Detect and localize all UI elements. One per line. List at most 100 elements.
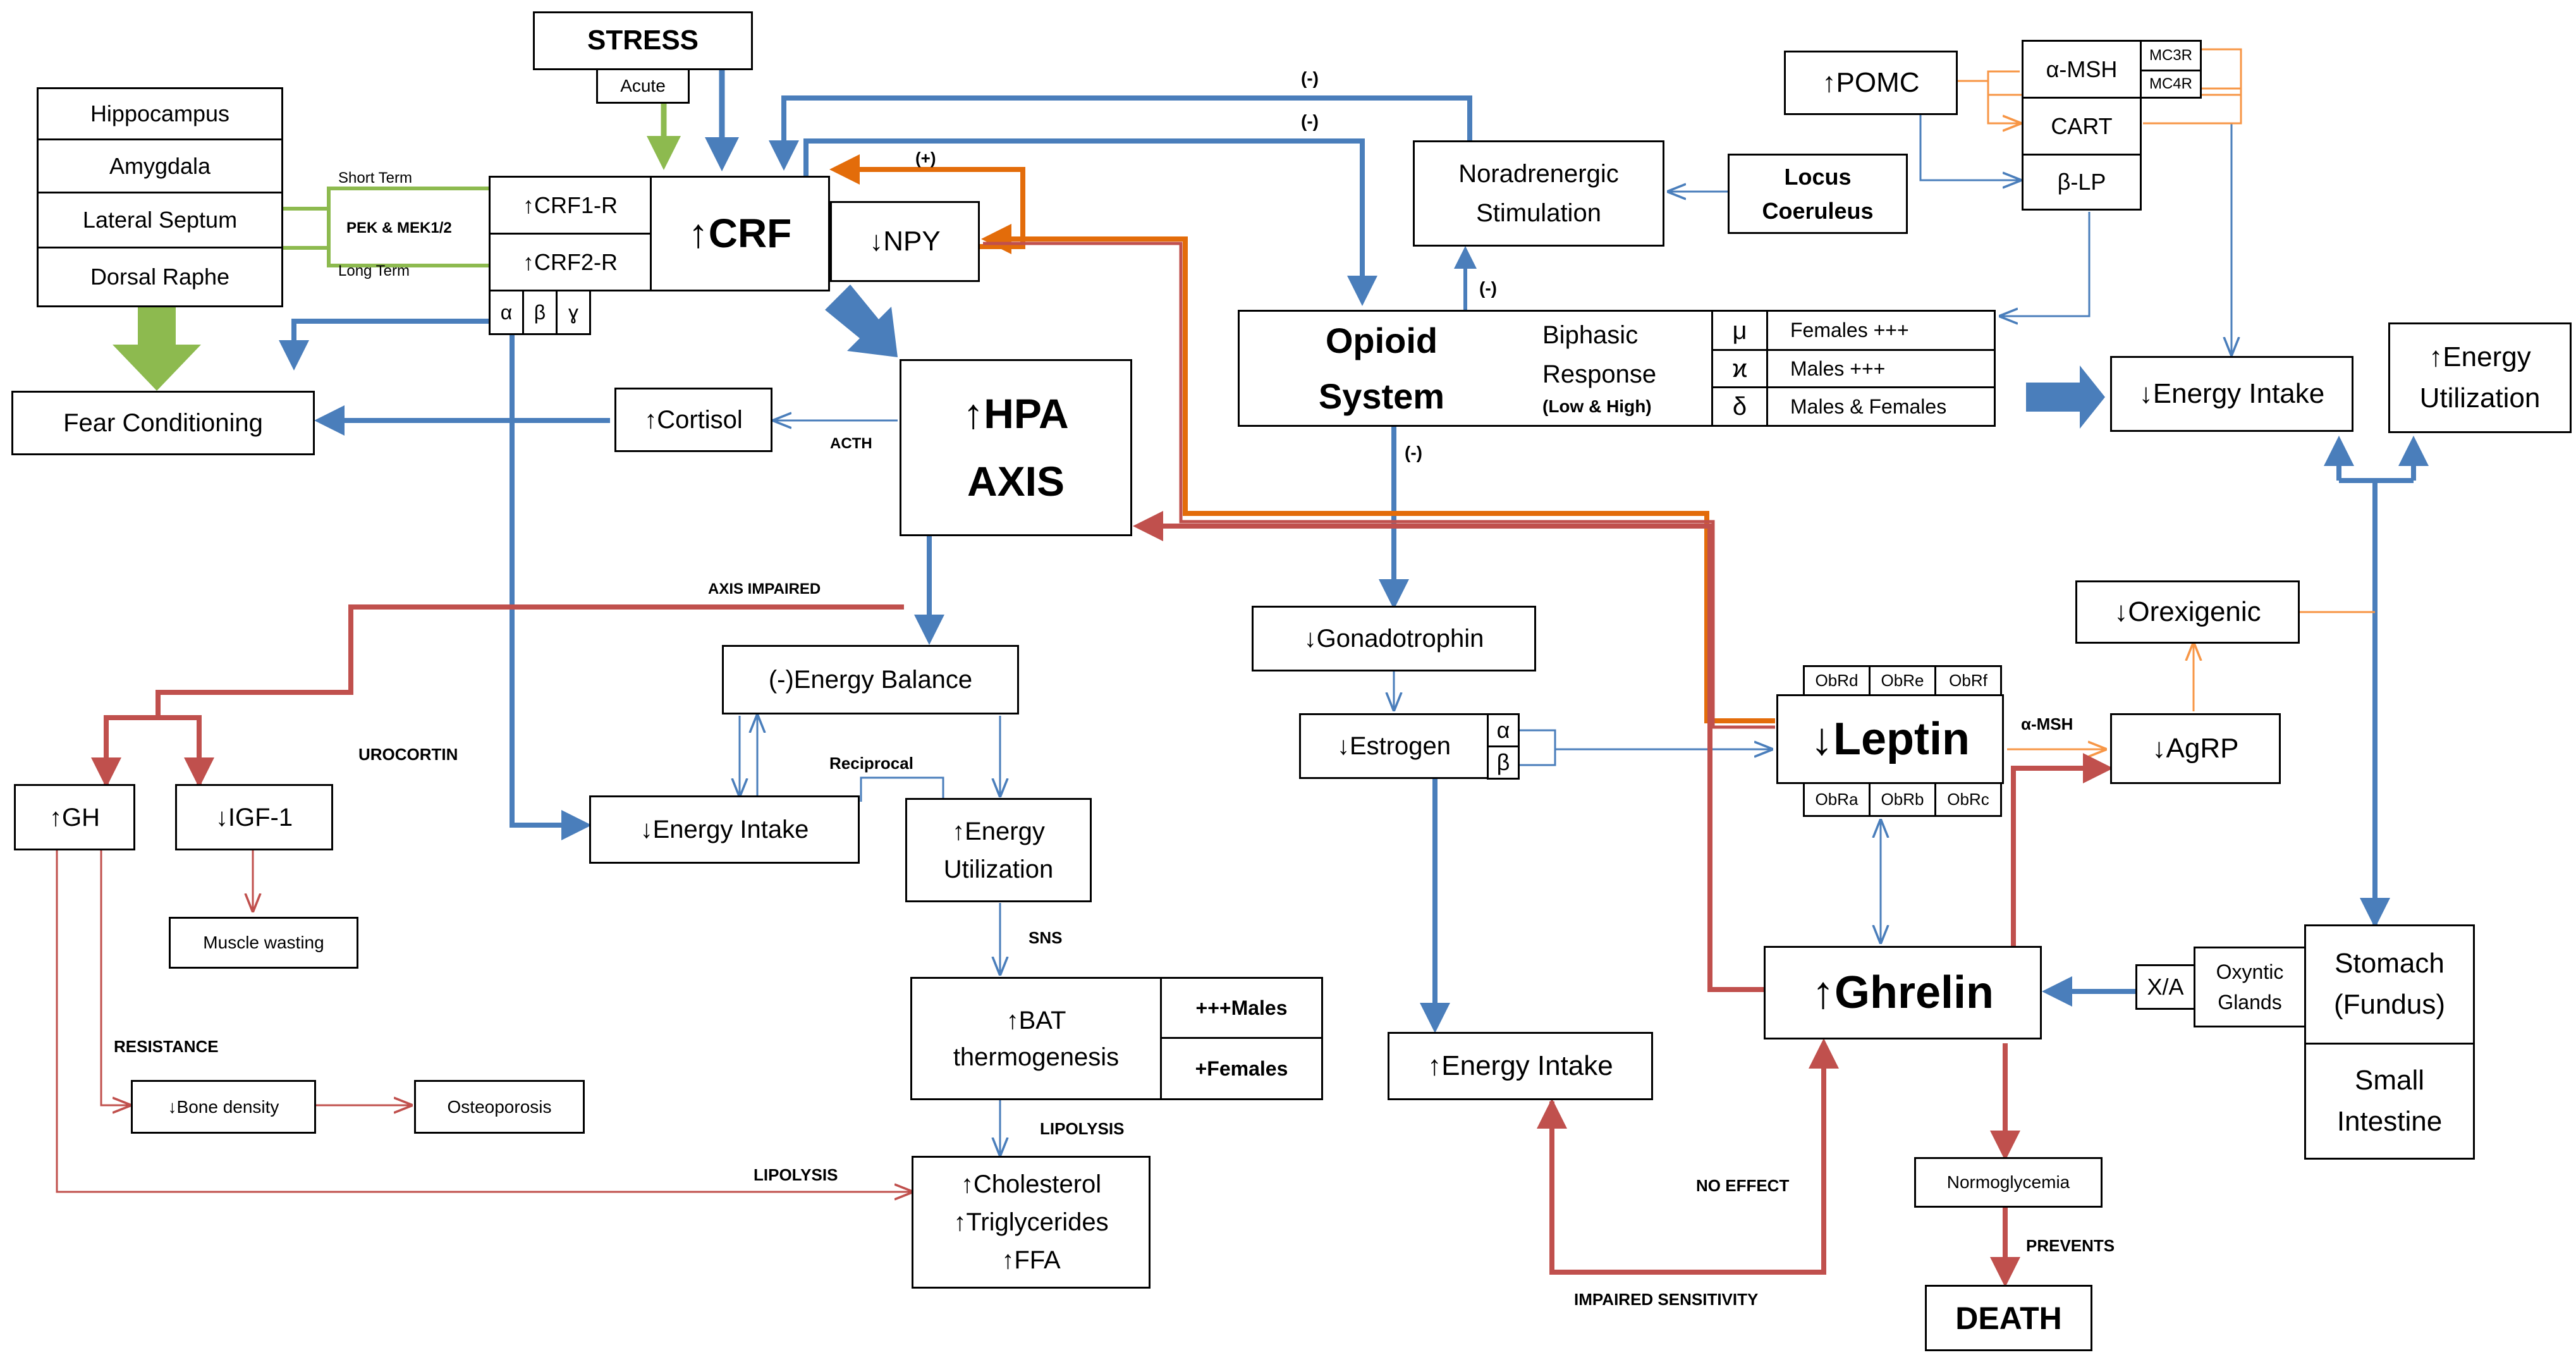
lipid-ffa: ↑FFA [1001,1246,1061,1274]
pomc-beta-lp: β-LP [2022,154,2142,211]
crf-beta-subunit: β [522,290,558,335]
biphasic-box: Biphasic Response (Low & High) [1523,310,1713,427]
pomc-cart: CART [2022,97,2142,156]
minus-top1-label: (-) [1301,68,1319,88]
oxyntic-line2: Glands [2218,991,2282,1014]
resistance-label: RESISTANCE [114,1037,219,1056]
stomach-box: Stomach (Fundus) [2304,924,2475,1045]
pomc-to-msh-cart [1956,70,2020,123]
hpa-line2: AXIS [967,458,1065,505]
estrogen-beta-receptor: β [1487,745,1520,780]
locus-line2: Coeruleus [1762,197,1874,224]
axis-impaired-label: AXIS IMPAIRED [708,580,821,598]
ghrelin-to-hpa-line [1133,511,1767,992]
energy-intake-right-box: ↓Energy Intake [2110,356,2353,432]
hpa-axis-box: ↑HPA AXIS [900,359,1132,536]
crf-alpha-subunit: α [489,290,524,335]
crf1r-box: ↑CRF1-R [489,176,652,235]
orexigenic-box: ↓Orexigenic [2075,580,2300,644]
short-term-label: Short Term [338,169,412,187]
leptin-receptor-obrb: ObRb [1869,782,1936,817]
small-intestine-box: Small Intestine [2304,1043,2475,1160]
noradrenergic-line1: Noradrenergic [1458,160,1619,188]
ghrelin-to-agrp-line [2011,753,2113,946]
energy-util-mid-line2: Utilization [943,855,1054,883]
receptor-delta-effect: Males & Females [1766,386,1996,427]
leptin-receptor-obra: ObRa [1803,782,1871,817]
stomach-to-intake-util [2336,443,2416,924]
leptin-to-npy-line [981,224,1775,723]
crf-to-hpa-arrow [825,285,898,357]
lipid-cholesterol: ↑Cholesterol [960,1170,1102,1198]
long-term-label: Long Term [338,262,410,279]
energy-balance-box: (-)Energy Balance [722,645,1019,714]
energy-util-mid-line1: ↑Energy [952,817,1045,845]
muscle-wasting-box: Muscle wasting [169,917,358,969]
crf-to-fear-line [279,319,493,371]
energy-util-right-box: ↑Energy Utilization [2388,322,2572,433]
minus-top2-label: (-) [1301,111,1319,131]
stomach-line2: (Fundus) [2333,989,2446,1020]
estrogen-to-leptin-line [1517,729,1771,765]
energy-intake-left-box: ↓Energy Intake [589,795,860,864]
receptor-kappa-effect: Males +++ [1766,349,1996,388]
minus-opioid-down-label: (-) [1405,443,1422,462]
bat-line2: thermogenesis [953,1043,1120,1071]
lipolysis-bat-label: LIPOLYSIS [1040,1119,1125,1138]
lipids-box: ↑Cholesterol ↑Triglycerides ↑FFA [912,1156,1151,1289]
receptor-delta-symbol: δ [1711,386,1768,427]
leptin-receptor-obrc: ObRc [1934,782,2002,817]
oxyntic-glands-box: Oxyntic Glands [2194,947,2306,1027]
opioid-line1: Opioid [1325,321,1438,361]
bone-density-box: ↓Bone density [131,1080,316,1134]
mc3r-box: MC3R [2140,40,2202,71]
opioid-system-box: Opioid System [1238,310,1525,427]
energy-util-right-line1: ↑Energy [2429,341,2531,372]
oxyntic-line1: Oxyntic [2216,960,2284,983]
urocortin-label: UROCORTIN [358,745,458,764]
pathway-bracket-bottom [281,246,490,267]
agrp-box: ↓AgRP [2110,713,2281,784]
impaired-sensitivity-label: IMPAIRED SENSITIVITY [1574,1290,1759,1309]
estrogen-box: ↓Estrogen [1299,713,1489,779]
stress-acute-box: Acute [596,68,690,104]
xa-box: X/A [2135,964,2195,1010]
igf-box: ↓IGF-1 [175,784,333,850]
small-intestine-line1: Small [2354,1064,2425,1096]
bat-males-box: +++Males [1160,977,1323,1039]
crf-main-box: ↑CRF [650,176,830,291]
energy-util-right-line2: Utilization [2419,382,2541,414]
normoglycemia-box: Normoglycemia [1914,1157,2103,1208]
leptin-to-hpa-line [983,242,1775,729]
biphasic-line2: Response [1542,360,1657,388]
death-box: DEATH [1925,1285,2092,1351]
urocortin-line [510,321,592,840]
bat-box: ↑BAT thermogenesis [910,977,1162,1100]
brain-region-lateral-septum: Lateral Septum [37,192,283,248]
energy-intake-up-box: ↑Energy Intake [1388,1032,1653,1100]
leptin-receptor-obre: ObRe [1869,665,1936,697]
leptin-receptors-bottom: ObRa ObRb ObRc [1803,782,2002,817]
minus-opioid-up-label: (-) [1479,278,1497,298]
receptor-kappa-symbol: ϰ [1711,349,1768,388]
opioid-to-intake-fat-arrow [2026,365,2105,429]
pomc-box: ↑POMC [1784,51,1958,115]
stomach-line1: Stomach [2335,948,2445,979]
receptor-mu-symbol: μ [1711,310,1768,351]
estrogen-alpha-receptor: α [1487,713,1520,747]
osteoporosis-box: Osteoporosis [414,1080,585,1134]
bat-females-box: +Females [1160,1037,1323,1100]
locus-coeruleus-box: Locus Coeruleus [1728,154,1908,234]
opioid-line2: System [1318,376,1445,416]
gh-to-bone-line [100,850,130,1105]
gh-box: ↑GH [14,784,135,850]
biphasic-line1: Biphasic [1542,321,1639,349]
no-effect-label: NO EFFECT [1696,1176,1790,1195]
npy-box: ↓NPY [830,201,980,282]
pathway-bracket-top [281,187,490,211]
acth-label: ACTH [830,435,872,452]
crf-gamma-subunit: ɣ [556,290,591,335]
opioid-receptor-table: μ Females +++ ϰ Males +++ δ Males & Fema… [1711,310,1996,427]
sns-label: SNS [1029,928,1063,947]
stress-box: STRESS [533,11,753,70]
